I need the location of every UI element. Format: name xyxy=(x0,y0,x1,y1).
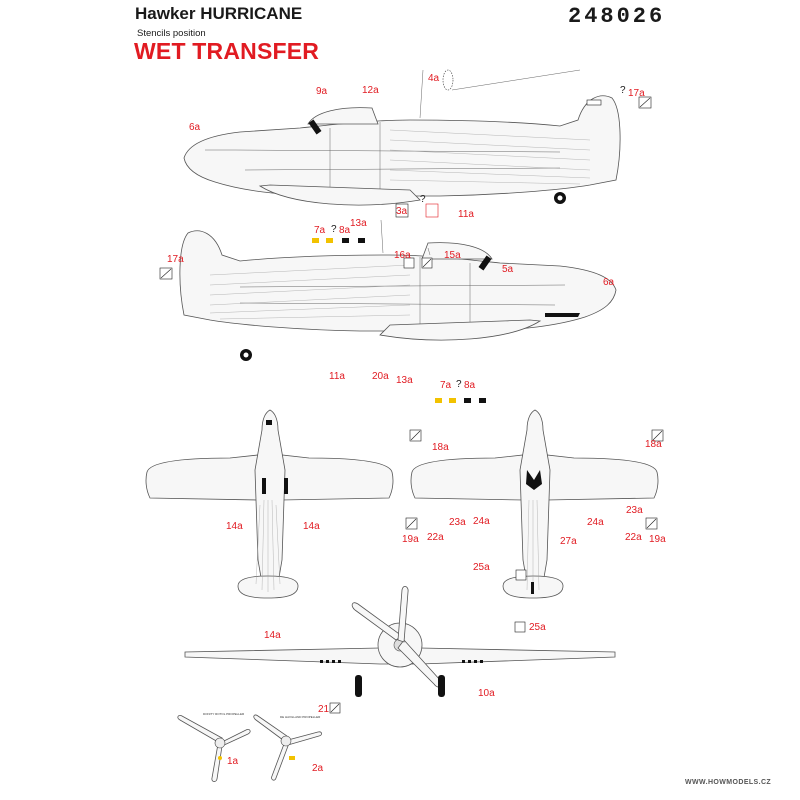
label-4a: 4a xyxy=(428,73,440,84)
front-view: 21 10a xyxy=(184,586,616,715)
label-25a-bottom: 25a xyxy=(529,622,546,633)
label-7a-bottom: 7a xyxy=(440,380,452,391)
label-12a: 12a xyxy=(362,85,379,96)
label-18a-right: 18a xyxy=(645,439,662,450)
label-25a-top: 25a xyxy=(473,562,490,573)
label-17a-top: 17a xyxy=(628,88,645,99)
propeller-rotol-caption: DONITY ROTOL PROPELLER xyxy=(203,712,245,716)
label-3a: 3a xyxy=(396,206,408,217)
label-22a-left: 22a xyxy=(427,532,444,543)
label-14a-right: 14a xyxy=(303,521,320,532)
label-27a: 27a xyxy=(560,536,577,547)
question-mark-top: ? xyxy=(620,85,626,96)
label-24a-right: 24a xyxy=(587,517,604,528)
label-23a-left: 23a xyxy=(449,517,466,528)
label-22a-right: 22a xyxy=(625,532,642,543)
label-18a-left: 18a xyxy=(432,442,449,453)
label-11a-top: 11a xyxy=(458,209,474,220)
label-2a: 2a xyxy=(312,763,324,774)
label-14a-bottom: 14a xyxy=(264,630,281,641)
label-16a: 16a xyxy=(394,250,411,261)
lower-plan-view: 18a 18a 19a 22a 23a 24a 27a 24a 23a 22a … xyxy=(402,409,666,633)
product-code: 248026 xyxy=(568,4,666,29)
label-8a-top: 8a xyxy=(339,225,351,236)
label-20a: 20a xyxy=(372,371,389,382)
label-5a: 5a xyxy=(502,264,514,275)
label-6a-top: 6a xyxy=(189,122,201,133)
header-subtitle: Stencils position xyxy=(137,28,206,39)
label-21: 21 xyxy=(318,704,330,715)
website-footer: WWW.HOWMODELS.CZ xyxy=(685,779,772,786)
label-6a-bottom: 6a xyxy=(603,277,615,288)
label-15a: 15a xyxy=(444,250,461,261)
propeller-de-havilland-caption: DE HAVILLAND PROPELLER xyxy=(280,715,321,719)
side-view-left: 6a 9a 12a 4a ? 17a 3a ? 11a 13a 7a ? 8a xyxy=(183,69,652,243)
label-13a-bottom: 13a xyxy=(396,375,413,386)
upper-plan-view: 14a 14a 14a xyxy=(145,409,394,641)
question-mark-bottom: ? xyxy=(456,379,462,390)
question-mark-under: ? xyxy=(420,194,426,205)
label-8a-bottom: 8a xyxy=(464,380,476,391)
label-23a-right: 23a xyxy=(626,505,643,516)
label-9a: 9a xyxy=(316,86,328,97)
question-mark-mid-top: ? xyxy=(331,224,337,235)
label-11a-bottom: 11a xyxy=(329,371,345,382)
label-14a-left: 14a xyxy=(226,521,243,532)
header-title: Hawker HURRICANE xyxy=(135,4,303,23)
wet-transfer-title: WET TRANSFER xyxy=(134,38,320,64)
label-19a-left: 19a xyxy=(402,534,419,545)
label-19a-right: 19a xyxy=(649,534,666,545)
label-7a-top: 7a xyxy=(314,225,326,236)
label-1a: 1a xyxy=(227,756,239,767)
label-24a-left: 24a xyxy=(473,516,490,527)
side-view-right: 17a 16a 15a 5a 6a 11a 20a 13a 7a ? 8a xyxy=(159,219,617,403)
label-10a: 10a xyxy=(478,688,495,699)
propeller-rotol: DONITY ROTOL PROPELLER 1a xyxy=(177,712,251,782)
propeller-de-havilland: DE HAVILLAND PROPELLER 2a xyxy=(253,714,324,781)
label-17a-bottom: 17a xyxy=(167,254,184,265)
label-13a-top: 13a xyxy=(350,218,367,229)
